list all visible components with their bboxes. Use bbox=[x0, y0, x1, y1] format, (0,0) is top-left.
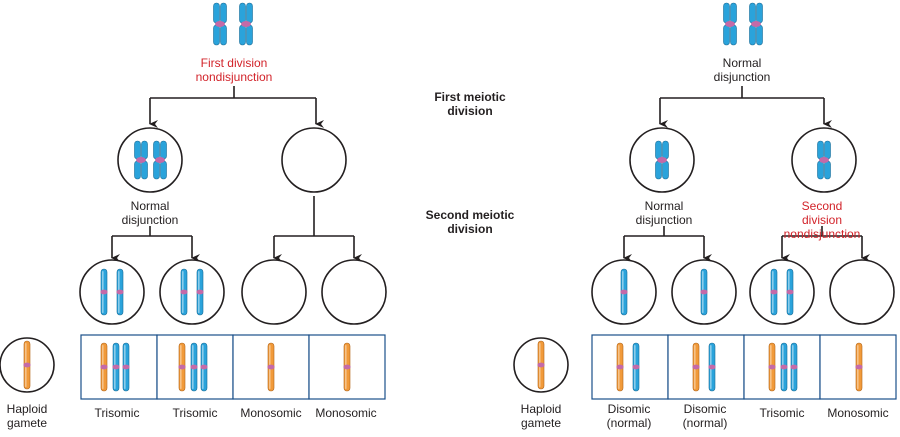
left-cell-chromosome-1 bbox=[134, 140, 148, 180]
left-zygote-2-orange bbox=[178, 342, 186, 392]
left-gamete-1-chromatid-1 bbox=[100, 268, 108, 316]
left-zygote-4-orange bbox=[343, 342, 351, 392]
left-cell-chromosome-2 bbox=[153, 140, 167, 180]
right-result-label-2: Disomic (normal) bbox=[682, 402, 728, 430]
left-result-label-1: Trisomic bbox=[94, 406, 140, 420]
right-gamete-3-chromatid-2 bbox=[786, 268, 794, 316]
left-normal-disjunction-label: Normal disjunction bbox=[121, 199, 179, 227]
right-second-division-nondisjunction-label: Second division nondisjunction bbox=[783, 199, 861, 241]
right-zygote-box-2 bbox=[667, 334, 745, 400]
left-gamete-4 bbox=[321, 259, 387, 325]
right-gamete-4 bbox=[829, 259, 895, 325]
right-cell-2-chromosome bbox=[817, 140, 831, 180]
left-zygote-3-orange bbox=[267, 342, 275, 392]
left-first-division-nondisjunction-label: First division nondisjunction bbox=[195, 56, 273, 84]
right-zygote-1-orange bbox=[616, 342, 624, 392]
right-gamete-2-chromatid bbox=[700, 268, 708, 316]
right-normal-disjunction-label-2: Normal disjunction bbox=[635, 199, 693, 227]
left-zygote-1-blue-1 bbox=[112, 342, 120, 392]
right-top-chromosome-1 bbox=[723, 2, 737, 46]
left-result-label-4: Monosomic bbox=[315, 406, 377, 420]
right-zygote-2-orange bbox=[692, 342, 700, 392]
right-gamete-3-chromatid-1 bbox=[770, 268, 778, 316]
left-result-label-3: Monosomic bbox=[240, 406, 302, 420]
right-zygote-3-blue-1 bbox=[780, 342, 788, 392]
left-haploid-chromosome bbox=[23, 340, 31, 390]
left-cell-2n-plus bbox=[117, 127, 183, 193]
stage-label-second-meiotic-division: Second meiotic division bbox=[425, 208, 515, 236]
right-zygote-2-blue bbox=[708, 342, 716, 392]
stage-label-first-meiotic-division: First meiotic division bbox=[434, 90, 506, 118]
right-top-chromosome-2 bbox=[749, 2, 763, 46]
right-gamete-1-chromatid bbox=[620, 268, 628, 316]
right-haploid-gamete-label: Haploid gamete bbox=[520, 402, 562, 430]
left-gamete-2-chromatid-1 bbox=[180, 268, 188, 316]
right-result-label-4: Monosomic bbox=[827, 406, 889, 420]
left-gamete-2-chromatid-2 bbox=[196, 268, 204, 316]
left-gamete-2 bbox=[159, 259, 225, 325]
right-normal-disjunction-label: Normal disjunction bbox=[713, 56, 771, 84]
right-cell-1-chromosome bbox=[655, 140, 669, 180]
left-zygote-1-orange bbox=[100, 342, 108, 392]
right-result-label-1: Disomic (normal) bbox=[606, 402, 652, 430]
left-zygote-1-blue-2 bbox=[122, 342, 130, 392]
right-result-label-3: Trisomic bbox=[759, 406, 805, 420]
left-cell-empty bbox=[281, 127, 347, 193]
left-gamete-1-chromatid-2 bbox=[116, 268, 124, 316]
right-haploid-chromosome bbox=[537, 340, 545, 390]
right-zygote-3-orange bbox=[768, 342, 776, 392]
right-zygote-3-blue-2 bbox=[790, 342, 798, 392]
left-gamete-3 bbox=[241, 259, 307, 325]
left-gamete-1 bbox=[79, 259, 145, 325]
left-top-chromosome-1 bbox=[213, 2, 227, 46]
left-zygote-2-blue-1 bbox=[190, 342, 198, 392]
left-result-label-2: Trisomic bbox=[172, 406, 218, 420]
right-zygote-box-1 bbox=[591, 334, 669, 400]
left-top-chromosome-2 bbox=[239, 2, 253, 46]
right-gamete-3 bbox=[749, 259, 815, 325]
left-haploid-gamete-label: Haploid gamete bbox=[6, 402, 48, 430]
left-zygote-2-blue-2 bbox=[200, 342, 208, 392]
right-zygote-4-orange bbox=[855, 342, 863, 392]
right-zygote-1-blue bbox=[632, 342, 640, 392]
